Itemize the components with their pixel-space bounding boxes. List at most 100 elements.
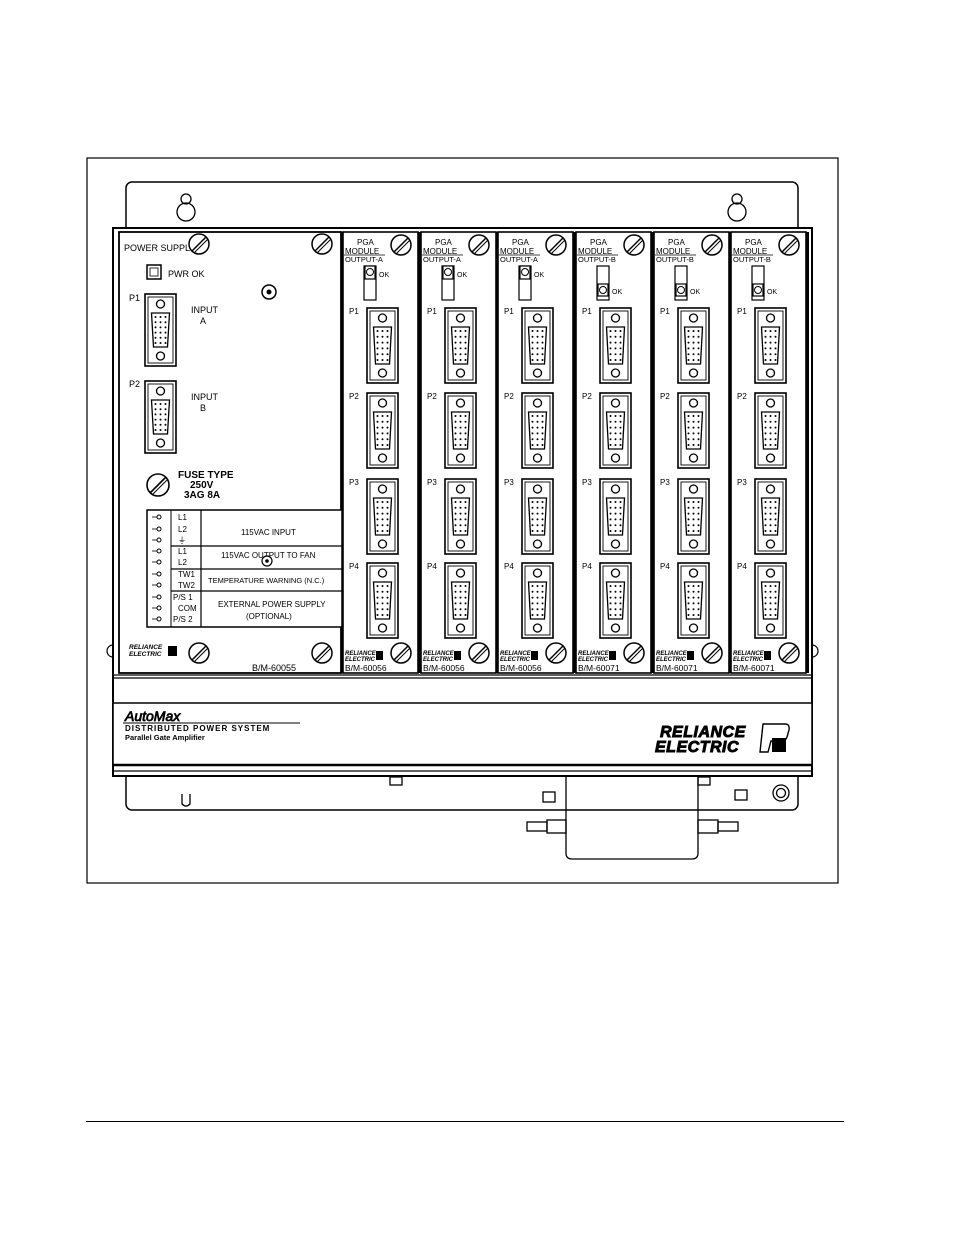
terminal-label: TW1 — [178, 570, 195, 579]
module-output: OUTPUT-A — [345, 255, 383, 264]
d-sub-connector — [599, 478, 632, 555]
bottom-hardware — [181, 776, 790, 860]
port-label: P2 — [582, 392, 592, 401]
ok-label: OK — [612, 289, 622, 296]
module-logo: RELIANCE — [656, 651, 688, 657]
row-115vac-input: 115VAC INPUT — [241, 528, 296, 537]
d-sub-connector — [366, 307, 399, 384]
svg-text:RELIANCE: RELIANCE — [660, 724, 747, 741]
keyhole-right — [727, 193, 747, 222]
screw-icon — [468, 642, 490, 664]
module-output: OUTPUT-B — [578, 255, 616, 264]
d-sub-connector — [599, 392, 632, 469]
power-supply-title: POWER SUPPLY — [124, 243, 195, 253]
terminal-screw-icon — [156, 571, 162, 577]
module-output: OUTPUT-B — [656, 255, 694, 264]
pga-module: PGAMODULEOUTPUT-BOKP1P2P3P4RELIANCEELECT… — [575, 231, 654, 674]
screw-icon — [311, 233, 333, 255]
d-sub-connector — [754, 562, 787, 639]
test-point-icon — [261, 284, 277, 300]
power-supply-part-number: B/M-60055 — [252, 663, 296, 673]
fuse-rating: 3AG 8A — [184, 490, 220, 501]
terminal-screw-icon — [156, 526, 162, 532]
fuse-type-label: FUSE TYPE — [178, 470, 234, 481]
automax-brand: AutoMax — [124, 708, 181, 724]
module-subtitle: MODULE — [733, 247, 767, 256]
input-a-label: INPUT — [191, 305, 219, 315]
screw-icon — [545, 234, 567, 256]
d-sub-connector — [677, 562, 710, 639]
row-optional: (OPTIONAL) — [246, 612, 292, 621]
screw-icon — [390, 642, 412, 664]
terminal-label: L1 — [178, 513, 187, 522]
d-sub-connector — [754, 307, 787, 384]
port-label: P1 — [349, 307, 359, 316]
port-label: P2 — [660, 392, 670, 401]
svg-text:RELIANCE: RELIANCE — [129, 644, 163, 651]
screw-icon — [701, 642, 723, 664]
ok-label: OK — [379, 272, 389, 279]
screw-icon — [623, 642, 645, 664]
port-label: P3 — [737, 478, 747, 487]
pwr-ok-label: PWR OK — [168, 269, 205, 279]
fan-terminal-icon — [261, 555, 273, 567]
module-output: OUTPUT-A — [423, 255, 461, 264]
port-label: P3 — [349, 478, 359, 487]
module-logo: RELIANCE — [733, 651, 765, 657]
pga-module: PGAMODULEOUTPUT-AOKP1P2P3P4RELIANCEELECT… — [342, 231, 421, 674]
module-part-number: B/M-60071 — [656, 663, 698, 673]
terminal-screw-icon — [156, 605, 162, 611]
ok-label: OK — [457, 272, 467, 279]
d-sub-connector — [677, 307, 710, 384]
port-label: P1 — [737, 307, 747, 316]
screw-icon — [188, 642, 210, 664]
port-label: P2 — [349, 392, 359, 401]
d-sub-connector — [521, 392, 554, 469]
power-supply-module: POWER SUPPLY PWR OK P1 INPUT A P2 INPUT … — [118, 231, 345, 674]
p2-label: P2 — [129, 379, 140, 389]
pga-module: PGAMODULEOUTPUT-AOKP1P2P3P4RELIANCEELECT… — [497, 231, 576, 674]
port-label: P1 — [582, 307, 592, 316]
module-logo: RELIANCE — [423, 651, 455, 657]
module-part-number: B/M-60071 — [733, 663, 775, 673]
port-label: P3 — [582, 478, 592, 487]
parallel-gate-amplifier: Parallel Gate Amplifier — [125, 733, 205, 742]
p1-label: P1 — [129, 293, 140, 303]
d-sub-connector — [366, 478, 399, 555]
d-sub-connector — [444, 307, 477, 384]
d-sub-connector — [444, 562, 477, 639]
terminal-screw-icon — [156, 548, 162, 554]
port-label: P2 — [504, 392, 514, 401]
module-subtitle: MODULE — [656, 247, 690, 256]
terminal-screw-icon — [156, 514, 162, 520]
screw-icon — [545, 642, 567, 664]
module-logo: ELECTRIC — [578, 657, 609, 663]
row-115vac-output-fan: 115VAC OUTPUT TO FAN — [221, 551, 316, 560]
screw-icon — [390, 234, 412, 256]
d-sub-connector — [599, 307, 632, 384]
port-label: P4 — [504, 562, 514, 571]
screw-icon — [778, 234, 800, 256]
input-b-connector — [144, 380, 177, 454]
d-sub-connector — [754, 478, 787, 555]
module-logo: ELECTRIC — [500, 657, 531, 663]
figure-border — [86, 157, 839, 884]
screw-icon — [468, 234, 490, 256]
reliance-logo-small: RELIANCE ELECTRIC — [129, 644, 177, 658]
module-part-number: B/M-60071 — [578, 663, 620, 673]
module-title: PGA — [512, 238, 530, 247]
row-external-power-supply: EXTERNAL POWER SUPPLY — [218, 600, 326, 609]
screw-icon — [701, 234, 723, 256]
module-part-number: B/M-60056 — [423, 663, 465, 673]
pga-module: PGAMODULEOUTPUT-BOKP1P2P3P4RELIANCEELECT… — [730, 231, 809, 674]
pwr-ok-led — [146, 264, 162, 280]
pga-module: PGAMODULEOUTPUT-BOKP1P2P3P4RELIANCEELECT… — [653, 231, 732, 674]
d-sub-connector — [521, 562, 554, 639]
keyhole-left — [176, 193, 196, 222]
screw-icon — [188, 233, 210, 255]
port-label: P3 — [427, 478, 437, 487]
module-subtitle: MODULE — [345, 247, 379, 256]
d-sub-connector — [444, 392, 477, 469]
module-logo: RELIANCE — [578, 651, 610, 657]
